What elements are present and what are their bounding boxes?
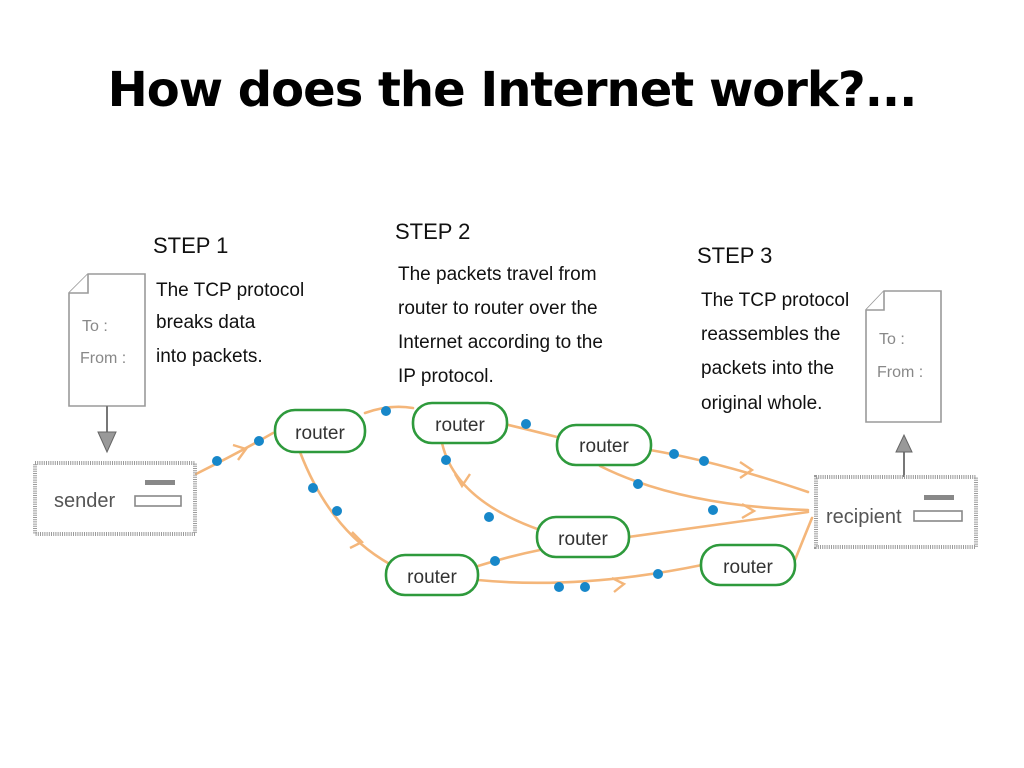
- route-line: [598, 464, 810, 512]
- packet: [441, 455, 451, 465]
- sender-document: To : From :: [68, 273, 146, 407]
- route-line: [476, 548, 542, 568]
- router-node: router: [699, 543, 797, 587]
- router-label: router: [558, 529, 608, 550]
- step-1-label: STEP 1: [153, 233, 228, 258]
- router-label: router: [295, 423, 345, 444]
- recipient-document: To : From :: [865, 290, 942, 423]
- step-2-line: router to router over the: [398, 298, 598, 319]
- packet: [554, 582, 564, 592]
- packet: [669, 449, 679, 459]
- step-3-line: reassembles the: [701, 324, 840, 345]
- route-chevron: [611, 576, 627, 593]
- packets: [212, 406, 718, 592]
- step-3-line: packets into the: [701, 358, 834, 379]
- router-node: router: [535, 515, 631, 559]
- packet: [521, 419, 531, 429]
- route-line: [298, 450, 390, 565]
- slide-title: How does the Internet work?...: [107, 62, 918, 118]
- route-line: [194, 431, 275, 476]
- packet: [484, 512, 494, 522]
- recipient-label: recipient: [826, 506, 902, 528]
- route-chevron: [739, 461, 755, 479]
- packet: [699, 456, 709, 466]
- packet: [580, 582, 590, 592]
- router-node: router: [411, 401, 509, 445]
- route-line: [793, 516, 814, 562]
- document-from-label: From :: [877, 364, 923, 381]
- route-chevrons: [232, 443, 757, 593]
- packet: [490, 556, 500, 566]
- router-node: router: [273, 408, 367, 454]
- sender-box: sender: [33, 461, 197, 536]
- route-chevron: [741, 502, 757, 520]
- router-label: router: [435, 415, 485, 436]
- route-line: [363, 405, 415, 415]
- route-line: [648, 448, 810, 494]
- packet: [708, 505, 718, 515]
- router-label: router: [407, 567, 457, 588]
- step-2-line: The packets travel from: [398, 264, 597, 285]
- packet: [308, 483, 318, 493]
- packet: [254, 436, 264, 446]
- packet: [332, 506, 342, 516]
- route-line: [626, 510, 810, 539]
- down-arrow-icon: [97, 406, 117, 454]
- step-1-line: into packets.: [156, 346, 263, 367]
- step-3-line: original whole.: [701, 393, 822, 414]
- step-3-line: The TCP protocol: [701, 290, 849, 311]
- step-1-line: breaks data: [156, 312, 256, 333]
- up-arrow-icon: [895, 433, 913, 477]
- sender-label: sender: [54, 490, 115, 512]
- document-to-label: To :: [82, 318, 108, 335]
- route-chevron: [453, 473, 471, 489]
- route-chevron: [232, 443, 248, 461]
- step-2-line: Internet according to the: [398, 332, 603, 353]
- route-line: [476, 563, 704, 585]
- packet: [653, 569, 663, 579]
- router-label: router: [723, 557, 773, 578]
- route-chevron: [349, 531, 365, 550]
- step-2-label: STEP 2: [395, 219, 470, 244]
- router-label: router: [579, 436, 629, 457]
- step-1-line: The TCP protocol: [156, 280, 304, 301]
- document-to-label: To :: [879, 331, 905, 348]
- step-2-line: IP protocol.: [398, 366, 494, 387]
- packet: [381, 406, 391, 416]
- packet: [212, 456, 222, 466]
- document-from-label: From :: [80, 350, 126, 367]
- step-3-label: STEP 3: [697, 243, 772, 268]
- recipient-box: recipient: [814, 475, 978, 549]
- packet: [633, 479, 643, 489]
- router-node: router: [555, 423, 653, 467]
- router-node: router: [384, 553, 480, 597]
